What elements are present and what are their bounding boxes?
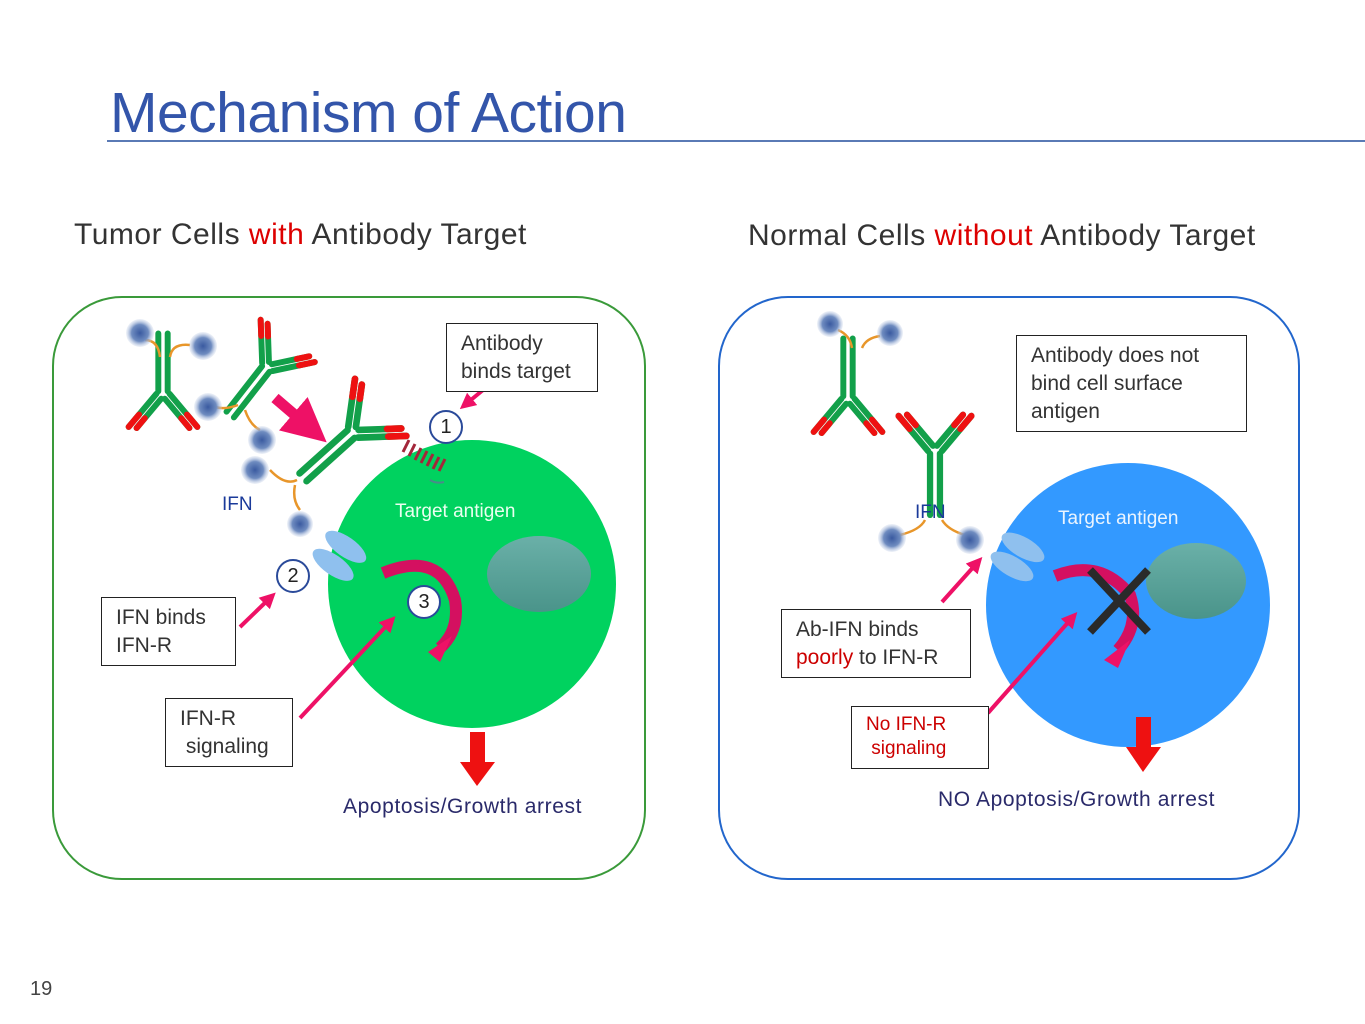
right-heading-text-2: Antibody Target bbox=[1033, 219, 1256, 252]
tumor-cell-body bbox=[328, 440, 616, 728]
ifn-molecule-icon bbox=[817, 311, 843, 337]
tumor-cell bbox=[328, 440, 616, 728]
pointer-arrow-icon bbox=[238, 592, 276, 629]
callout-text: IFN-R bbox=[116, 634, 172, 657]
callout-text: binds target bbox=[461, 360, 571, 383]
ifn-label-left: IFN bbox=[222, 494, 253, 515]
callout-text: bind cell surface bbox=[1031, 372, 1183, 395]
callout-text: Antibody does not bbox=[1031, 344, 1200, 367]
callout-text: signaling bbox=[180, 735, 269, 758]
page-number: 19 bbox=[30, 978, 53, 1000]
ifn-molecule-icon bbox=[241, 456, 269, 484]
outcome-no-apoptosis: NO Apoptosis/Growth arrest bbox=[938, 788, 1216, 811]
title-underline bbox=[107, 140, 1365, 142]
outcome-arrow-icon bbox=[470, 732, 485, 764]
ifn-molecule-icon bbox=[877, 320, 903, 346]
callout-ifn-binds-ifnr: IFN binds IFN-R bbox=[101, 597, 236, 666]
callout-ifnr-signaling: IFN-R signaling bbox=[165, 698, 293, 767]
callout-no-signaling: No IFN-R signaling bbox=[851, 706, 989, 769]
linker bbox=[168, 343, 191, 358]
linker bbox=[292, 484, 302, 511]
callout-text: IFN-R bbox=[180, 707, 236, 730]
right-panel-heading: Normal Cells without Antibody Target bbox=[748, 219, 1256, 253]
signaling-curved-arrow-icon bbox=[380, 559, 462, 653]
slide-title: Mechanism of Action bbox=[110, 81, 627, 145]
linker bbox=[860, 334, 881, 349]
ifn-molecule-icon bbox=[126, 319, 154, 347]
left-heading-text-1: Tumor Cells bbox=[74, 218, 249, 251]
ifn-molecule-icon bbox=[248, 426, 276, 454]
right-heading-highlight: without bbox=[934, 219, 1034, 252]
callout-text: No IFN-R bbox=[866, 714, 947, 735]
ifn-molecule-icon bbox=[878, 524, 906, 552]
linker bbox=[269, 469, 298, 483]
step-3-badge: 3 bbox=[407, 585, 441, 619]
outcome-apoptosis: Apoptosis/Growth arrest bbox=[343, 795, 583, 818]
callout-text: antigen bbox=[1031, 400, 1100, 423]
step-1-badge: 1 bbox=[429, 410, 463, 444]
tumor-cell-panel bbox=[52, 296, 646, 880]
ifn-molecule-icon bbox=[956, 526, 984, 554]
outcome-arrow-icon bbox=[1136, 717, 1151, 749]
step-2-badge: 2 bbox=[276, 559, 310, 593]
ifn-label-right: IFN bbox=[915, 502, 946, 523]
target-antigen-icon bbox=[401, 439, 447, 484]
left-heading-highlight: with bbox=[248, 218, 305, 251]
callout-text: signaling bbox=[866, 738, 947, 759]
callout-text: poorly to IFN-R bbox=[796, 644, 956, 672]
ifn-receptor-icon bbox=[312, 530, 367, 581]
signaling-arrowhead-icon bbox=[428, 636, 452, 662]
ifn-molecule-icon bbox=[287, 511, 313, 537]
callout-antibody-binds-target: Antibody binds target bbox=[446, 323, 598, 392]
target-antigen-label-left: Target antigen bbox=[395, 501, 516, 522]
right-heading-text-1: Normal Cells bbox=[748, 219, 935, 252]
ifn-molecule-icon bbox=[189, 332, 217, 360]
callout-text: Ab-IFN binds bbox=[796, 618, 919, 641]
ifn-molecule-icon bbox=[194, 393, 222, 421]
left-panel-heading: Tumor Cells with Antibody Target bbox=[74, 218, 527, 252]
callout-text: Antibody bbox=[461, 332, 543, 355]
pointer-arrow-icon bbox=[459, 388, 485, 410]
left-heading-text-2: Antibody Target bbox=[304, 218, 527, 251]
antibody-ifn-conjugate-3 bbox=[809, 335, 887, 441]
tumor-cell-nucleus bbox=[487, 536, 591, 612]
callout-text-rest: to IFN-R bbox=[853, 646, 939, 669]
blocked-x-icon bbox=[1087, 567, 1151, 635]
ifn-receptor-icon bbox=[990, 532, 1045, 582]
binding-direction-arrow-icon bbox=[271, 393, 327, 443]
pointer-arrow-icon bbox=[986, 612, 1078, 715]
poorly-highlight: poorly bbox=[796, 646, 854, 669]
callout-antibody-no-bind: Antibody does not bind cell surface anti… bbox=[1016, 335, 1247, 432]
callout-poor-binding: Ab-IFN binds poorly to IFN-R bbox=[781, 609, 971, 678]
target-antigen-label-right: Target antigen bbox=[1058, 508, 1179, 529]
callout-text: IFN binds bbox=[116, 606, 206, 629]
normal-cell-nucleus bbox=[1146, 543, 1246, 619]
normal-cell-panel bbox=[718, 296, 1300, 880]
pointer-arrow-icon bbox=[940, 557, 983, 604]
pointer-arrow-icon bbox=[298, 616, 396, 720]
